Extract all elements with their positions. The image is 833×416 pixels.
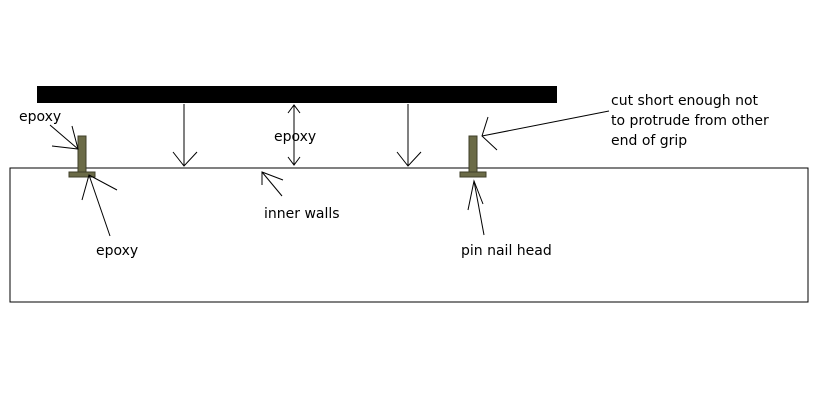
- pointer-cut-short: [481, 110, 610, 151]
- label-epoxy-top-left: epoxy: [19, 109, 61, 125]
- down-arrow-left: [172, 104, 198, 167]
- label-cut-short-line2: to protrude from other: [611, 113, 769, 129]
- right-pin-head: [459, 171, 487, 178]
- label-pin-nail-head: pin nail head: [461, 243, 552, 259]
- label-cut-short-line3: end of grip: [611, 133, 687, 149]
- label-inner-walls: inner walls: [264, 206, 340, 222]
- label-epoxy-center: epoxy: [274, 129, 316, 145]
- gap-double-arrow: [287, 104, 301, 166]
- label-epoxy-bottom: epoxy: [96, 243, 138, 259]
- pointer-inner-walls: [261, 171, 284, 197]
- right-pin-shaft: [468, 135, 478, 173]
- left-pin-head: [68, 171, 96, 178]
- left-pin: [68, 135, 96, 178]
- grip-body: [9, 167, 809, 303]
- label-cut-short-line1: cut short enough not: [611, 93, 759, 109]
- right-pin: [459, 135, 487, 178]
- pointer-epoxy-bottom: [81, 174, 118, 237]
- top-plate: [37, 86, 557, 103]
- pointer-epoxy-top-left: [49, 124, 79, 150]
- down-arrow-right: [396, 104, 422, 167]
- pointer-pin-nail-head: [467, 179, 485, 236]
- left-pin-shaft: [77, 135, 87, 173]
